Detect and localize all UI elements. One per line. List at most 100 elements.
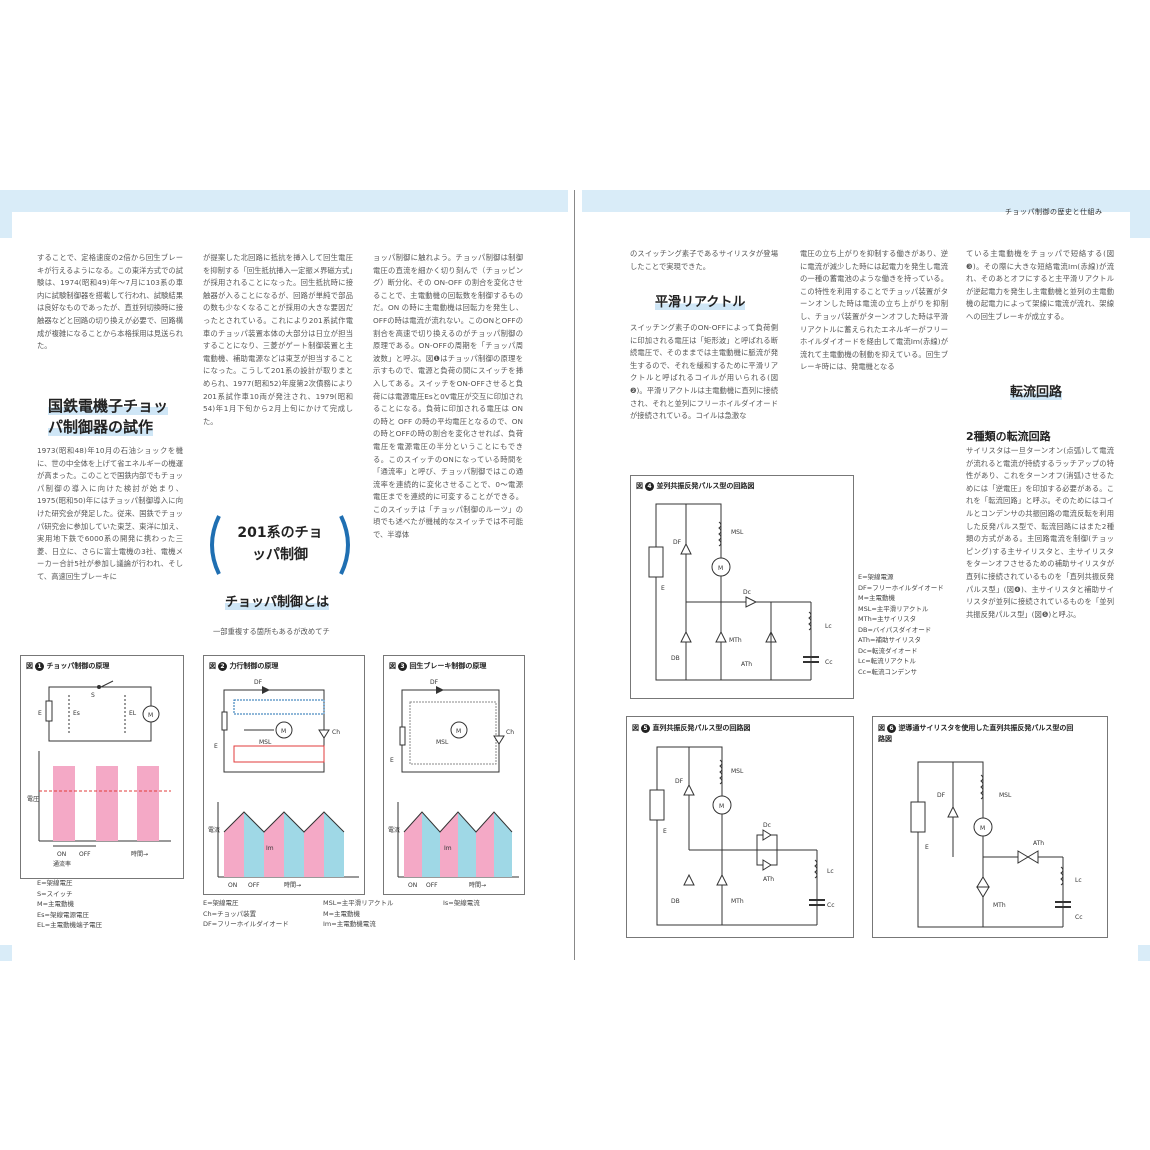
fig6-label-MSL: MSL (999, 792, 1012, 799)
fig1-label-Es: Es (73, 710, 80, 717)
figure-2-legend: E=架線電圧 Ch=チョッパ装置 DF=フリーホイルダイオード (203, 899, 289, 928)
left-col2-subheading-text: チョッパ制御とは (225, 595, 330, 610)
fig6-label-DF: DF (937, 792, 946, 799)
footer-band-left (0, 945, 12, 961)
figure-3-legend: MSL=主平滑リアクトル M=主電動機 Im=主電動機電流 (323, 899, 394, 928)
fig5-label-E: E (663, 828, 667, 835)
fig3-label-M: M (456, 728, 461, 735)
right-col3-subheading: 2種類の転流回路 (966, 430, 1051, 443)
right-col1-text: のスイッチング素子であるサイリスタが登場したことで実現できた。 (630, 249, 778, 271)
fig3-label-on: ON (408, 882, 417, 889)
fig6-label-Lc: Lc (1075, 877, 1082, 884)
figure-2-title-text: 力行制御の原理 (229, 662, 279, 670)
figure-1-legend: E=架線電圧 S=スイッチ M=主電動機 Es=架線電源電圧 EL=主電動機端子… (37, 879, 103, 929)
fig2-label-current: 電流 (208, 826, 220, 834)
fig4-label-DB: DB (671, 655, 680, 662)
fig4-label-MSL: MSL (731, 529, 744, 536)
right-col3-heading-text: 転流回路 (1010, 385, 1063, 400)
figure-4-title-text: 並列共振反発パルス型の回路図 (656, 482, 755, 490)
fig3-label-time: 時間→ (469, 881, 486, 889)
fig1-label-voltage: 電圧 (27, 796, 39, 803)
fig1-label-EL: EL (129, 710, 137, 717)
fig5-label-M: M (719, 803, 724, 810)
figure-6-title-text: 逆導通サイリスタを使用した直列共振反発パルス型の回路図 (878, 724, 1074, 743)
figure-6-num: 6 (887, 723, 896, 733)
fig1-label-off: OFF (79, 851, 91, 858)
fig6-label-MTh: MTh (993, 902, 1006, 909)
left-col2-subheading: チョッパ制御とは (225, 592, 330, 613)
left-col1-heading-text: 国鉄電機子チョッパ制御器の試作 (48, 397, 169, 436)
header-band-left (0, 190, 568, 212)
fig4-label-M: M (718, 565, 723, 572)
left-col2-text: が提案した北回路に抵抗を挿入して回生電圧を抑制する「回生抵抗挿入一定振メ界磁方式… (203, 253, 353, 426)
fig5-label-MSL: MSL (731, 768, 744, 775)
right-col3-heading: 転流回路 (1010, 382, 1063, 403)
fig2-label-off: OFF (248, 882, 260, 889)
fig2-label-MSL: MSL (259, 739, 272, 746)
fig2-label-DF: DF (254, 679, 263, 686)
header-band-left-ext (0, 190, 12, 238)
fig1-label-S: S (91, 692, 95, 699)
figure-3-title-text: 回生ブレーキ制御の原理 (409, 662, 487, 670)
bracket-decoration (210, 515, 350, 575)
fig3-label-Ch: Ch (506, 729, 514, 736)
figure-3-diagram: DF MSL M Ch E 電流 ON OFF 時間→ Im (388, 679, 519, 889)
fig3-label-current: 電流 (388, 826, 400, 834)
fig1-label-rate: 通流率 (53, 860, 71, 868)
fig4-label-Cc: Cc (825, 659, 833, 666)
right-col2-text: 電圧の立ち上がりを抑制する働きがあり、逆に電流が減少した時には起電力を発生し電流… (800, 249, 948, 372)
fig3-label-off: OFF (426, 882, 438, 889)
section-heading-201-text: 201系のチョッパ制御 (237, 525, 323, 563)
left-col2-text2: 一部重複する箇所もあるが改めてチ (213, 627, 330, 636)
right-col1-text2: スイッチング素子のON-OFFによって負荷側に印加される電圧は「矩形波」と呼ばれ… (630, 323, 778, 421)
fig2-label-time: 時間→ (284, 881, 301, 889)
right-col1-heading-text: 平滑リアクトル (655, 295, 746, 310)
figure-1-diagram: S Es EL M E 電圧 ON OFF 時間→ 通流率 (27, 680, 171, 868)
fig4-label-Dc: Dc (743, 589, 751, 596)
fig5-label-Cc: Cc (827, 902, 835, 909)
left-col3-text: ョッパ制御に触れよう。チョッパ制御は制御電圧の直流を細かく切り刻んで（チョッピン… (373, 253, 523, 540)
header-band-right (582, 190, 1150, 212)
figure-1-num: 1 (35, 661, 44, 671)
left-col1-heading: 国鉄電機子チョッパ制御器の試作 (48, 396, 178, 438)
figure-2-num: 2 (218, 661, 227, 671)
left-col1-text: することで、定格速度の2倍から回生ブレーキが行えるようになる。この東洋方式での試… (37, 253, 183, 351)
header-band-right-ext (1130, 190, 1150, 238)
fig6-label-M: M (980, 825, 985, 832)
fig5-label-DF: DF (675, 778, 684, 785)
fig3-label-E: E (390, 757, 394, 764)
fig4-label-DF: DF (673, 539, 682, 546)
fig4-label-MTh: MTh (729, 637, 742, 644)
figure-4-num: 4 (645, 481, 654, 491)
right-col1-heading: 平滑リアクトル (655, 292, 746, 313)
fig2-label-Ch: Ch (332, 729, 340, 736)
right-col3-text: ている主電動機をチョッパで短絡する(図❸)。その際に大きな短絡電流Im(赤線)が… (966, 249, 1114, 321)
figure-6-diagram: DF MSL M E ATh MTh Lc Cc (910, 761, 1083, 928)
fig5-label-DB: DB (671, 898, 680, 905)
fig5-label-Lc: Lc (827, 868, 834, 875)
fig4-label-Lc: Lc (825, 623, 832, 630)
gutter-line (574, 190, 575, 960)
left-col1-text2: 1973(昭和48)年10月の石油ショックを機に、世の中全体を上げて省エネルギー… (37, 446, 183, 581)
figure-3-legend-2: Is=架線電流 (443, 899, 480, 907)
fig1-label-M: M (148, 712, 153, 719)
fig5-label-MTh: MTh (731, 898, 744, 905)
figure-5-title-text: 直列共振反発パルス型の回路図 (652, 724, 751, 732)
figure-4-legend: E=架線電源 DF=フリーホイルダイオード M=主電動機 MSL=主平滑リアクト… (858, 573, 944, 676)
fig3-label-MSL: MSL (436, 739, 449, 746)
fig4-label-ATh: ATh (741, 661, 752, 668)
fig6-label-E: E (925, 844, 929, 851)
figure-5-diagram: DF MSL M E Dc DB MTh ATh Lc Cc (649, 746, 835, 926)
fig2-label-Im: Im (266, 845, 274, 852)
fig1-label-on: ON (57, 851, 66, 858)
